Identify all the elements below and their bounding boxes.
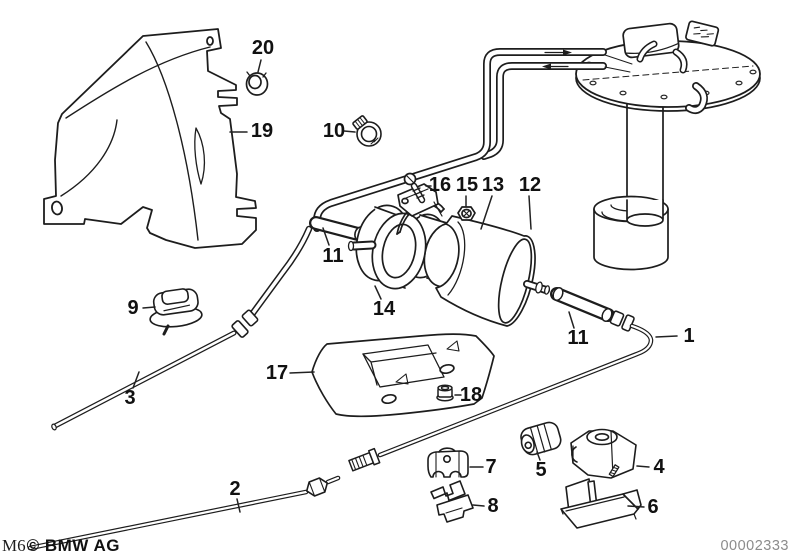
fuel-filter-assembly (347, 172, 551, 327)
pipe-clamp-part8 (430, 480, 474, 523)
clamp-band-part13 (396, 183, 445, 235)
flow-direction-arrows (542, 49, 572, 70)
hose-clamp-part10 (352, 115, 382, 147)
callout-part-1: 1 (683, 325, 694, 347)
callout-part-13: 13 (482, 174, 504, 196)
copyright-text: © BMW AG (26, 536, 120, 555)
callout-part-5: 5 (535, 459, 546, 481)
callout-part-6: 6 (647, 496, 658, 518)
footer-copyright-block: M6© BMW AG (2, 536, 120, 556)
sender-connector (685, 20, 720, 47)
callouts: 1 2 3 4 5 6 7 8 9 10 11 11 12 13 14 15 1… (124, 37, 694, 518)
holder-bracket-part4 (570, 428, 637, 479)
nut-part15 (457, 206, 476, 221)
fuel-sender-unit (575, 20, 761, 271)
callout-part-4: 4 (653, 456, 665, 478)
leader-lines (132, 59, 678, 513)
callout-part-3: 3 (124, 387, 135, 409)
hose-part11-right (550, 287, 615, 322)
callout-part-11-left: 11 (322, 245, 343, 267)
feed-return-pipes (313, 48, 633, 232)
rubber-damper-part5 (520, 421, 562, 456)
callout-part-20: 20 (252, 37, 274, 59)
callout-part-14: 14 (373, 298, 396, 320)
holder-shell-part6 (560, 478, 642, 529)
drawing-number: 00002333 (720, 538, 789, 554)
callout-part-18: 18 (460, 384, 482, 406)
callout-part-10: 10 (323, 120, 345, 142)
callout-part-19: 19 (251, 120, 273, 142)
callout-part-15: 15 (456, 174, 478, 196)
callout-part-17: 17 (266, 362, 288, 384)
nut-part18 (436, 384, 454, 402)
grommet-part20 (245, 71, 269, 96)
fuel-pipe-part2 (27, 475, 341, 551)
callout-part-16: 16 (429, 174, 451, 196)
pipe-clip-part9 (149, 288, 203, 336)
callout-part-2: 2 (229, 478, 240, 500)
callout-part-12: 12 (519, 174, 541, 196)
bolt-part16 (403, 172, 426, 204)
callout-part-7: 7 (485, 456, 496, 478)
fuel-pipe-part1 (348, 310, 654, 472)
pipe-union-part3 (51, 225, 313, 431)
callout-part-11-right: 11 (567, 327, 588, 349)
doc-code: M6 (2, 536, 26, 555)
pipe-clamp-part7 (427, 447, 469, 478)
callout-part-8: 8 (487, 495, 498, 517)
callout-part-9: 9 (127, 297, 138, 319)
rubber-ring-part14 (355, 204, 427, 290)
protection-plate-part19 (43, 28, 257, 249)
